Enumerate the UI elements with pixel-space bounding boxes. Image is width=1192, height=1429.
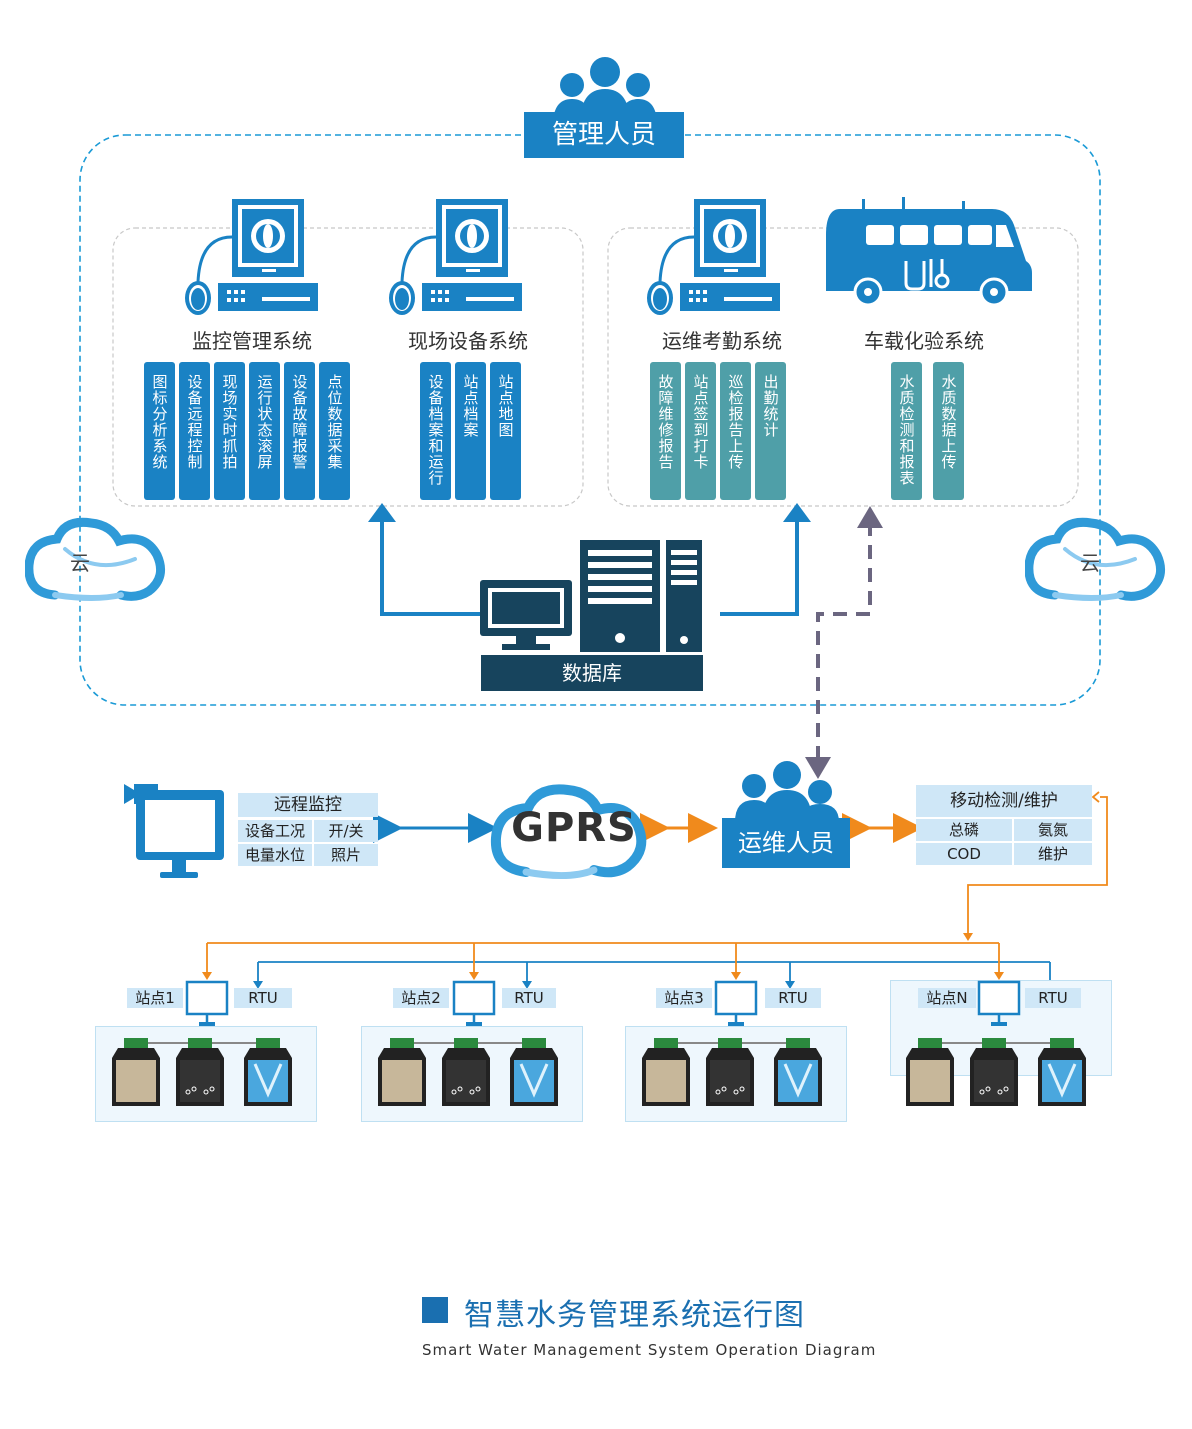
feature-bar: 设备故障报警 <box>284 362 315 500</box>
remote-cell: 电量水位 <box>238 844 312 866</box>
feature-bar: 站点地图 <box>490 362 521 500</box>
mobile-bus-line <box>967 796 1108 935</box>
feature-bar: 图标分析系统 <box>144 362 175 500</box>
db-to-left-line <box>380 518 480 616</box>
treatment-tanks-icon <box>906 1038 1086 1106</box>
video-camera-monitor-icon <box>124 784 224 878</box>
ops-vehicle-arrowhead-up <box>857 506 883 528</box>
db-to-left-arrowhead <box>368 503 396 522</box>
ops-personnel-label: 运维人员 <box>722 818 850 868</box>
diagram-title: 智慧水务管理系统运行图 <box>464 1298 805 1333</box>
feature-bar: 站点签到打卡 <box>685 362 716 500</box>
rtu-monitor-icon <box>185 980 229 1026</box>
cloud-label-left: 云 <box>70 551 90 575</box>
mobile-maintenance-title: 移动检测/维护 <box>916 785 1092 817</box>
cloud-icon-right <box>1025 517 1166 601</box>
gprs-cloud-icon <box>490 784 647 880</box>
gprs-label: GPRS <box>511 805 637 851</box>
remote-cell: 开/关 <box>314 820 378 842</box>
rtu-label: RTU <box>765 988 821 1008</box>
ops-vehicle-dashed-line <box>816 523 872 760</box>
diagram-subtitle: Smart Water Management System Operation … <box>422 1341 877 1359</box>
mobile-cell: 总磷 <box>916 819 1012 841</box>
rtu-label: RTU <box>502 988 556 1008</box>
feature-bar: 出勤统计 <box>755 362 786 500</box>
treatment-tanks-icon <box>642 1038 822 1106</box>
station-label: 站点1 <box>127 988 183 1008</box>
treatment-tanks-icon <box>112 1038 292 1106</box>
rtu-label: RTU <box>1025 988 1081 1008</box>
rtu-monitor-icon <box>714 980 758 1026</box>
left-system-frame <box>112 227 584 507</box>
remote-monitoring-title: 远程监控 <box>238 793 378 817</box>
mobile-cell: 维护 <box>1014 843 1092 865</box>
station-label: 站点N <box>918 988 976 1008</box>
cloud-icon-left <box>25 517 166 601</box>
feature-bar: 水质检测和报表 <box>891 362 922 500</box>
legend-square-icon <box>422 1297 448 1323</box>
feature-bar: 运行状态滚屏 <box>249 362 280 500</box>
rtu-monitor-icon <box>977 980 1021 1026</box>
field-equipment-system-title: 现场设备系统 <box>408 329 528 353</box>
lab-van-icon <box>826 197 1032 307</box>
rtu-monitor-icon <box>452 980 496 1026</box>
database-label: 数据库 <box>481 655 703 691</box>
vehicle-lab-system-title: 车载化验系统 <box>864 329 984 353</box>
db-to-right-arrowhead <box>783 503 811 522</box>
feature-bar: 故障维修报告 <box>650 362 681 500</box>
ops-computer-icon <box>647 199 780 315</box>
mobile-cell: 氨氮 <box>1014 819 1092 841</box>
field-computer-icon <box>389 199 522 315</box>
feature-bar: 水质数据上传 <box>933 362 964 500</box>
treatment-tanks-icon <box>378 1038 558 1106</box>
ops-people-icon <box>735 761 839 822</box>
feature-bar: 点位数据采集 <box>319 362 350 500</box>
ops-attendance-system-title: 运维考勤系统 <box>662 329 782 353</box>
station-label: 站点2 <box>393 988 449 1008</box>
cloud-label-right: 云 <box>1080 551 1100 575</box>
feature-bar: 现场实时抓拍 <box>214 362 245 500</box>
remote-cell: 设备工况 <box>238 820 312 842</box>
feature-bar: 巡检报告上传 <box>720 362 751 500</box>
remote-cell: 照片 <box>314 844 378 866</box>
mobile-cell: COD <box>916 843 1012 865</box>
rtu-label: RTU <box>234 988 292 1008</box>
manager-label: 管理人员 <box>524 112 684 158</box>
database-server-icon <box>480 540 702 652</box>
station-label: 站点3 <box>656 988 712 1008</box>
monitoring-computer-icon <box>185 199 318 315</box>
db-to-right-line <box>720 518 799 616</box>
feature-bar: 设备档案和运行 <box>420 362 451 500</box>
monitoring-system-title: 监控管理系统 <box>192 329 312 353</box>
feature-bar: 站点档案 <box>455 362 486 500</box>
feature-bar: 设备远程控制 <box>179 362 210 500</box>
ops-vehicle-arrowhead-down <box>805 757 831 779</box>
